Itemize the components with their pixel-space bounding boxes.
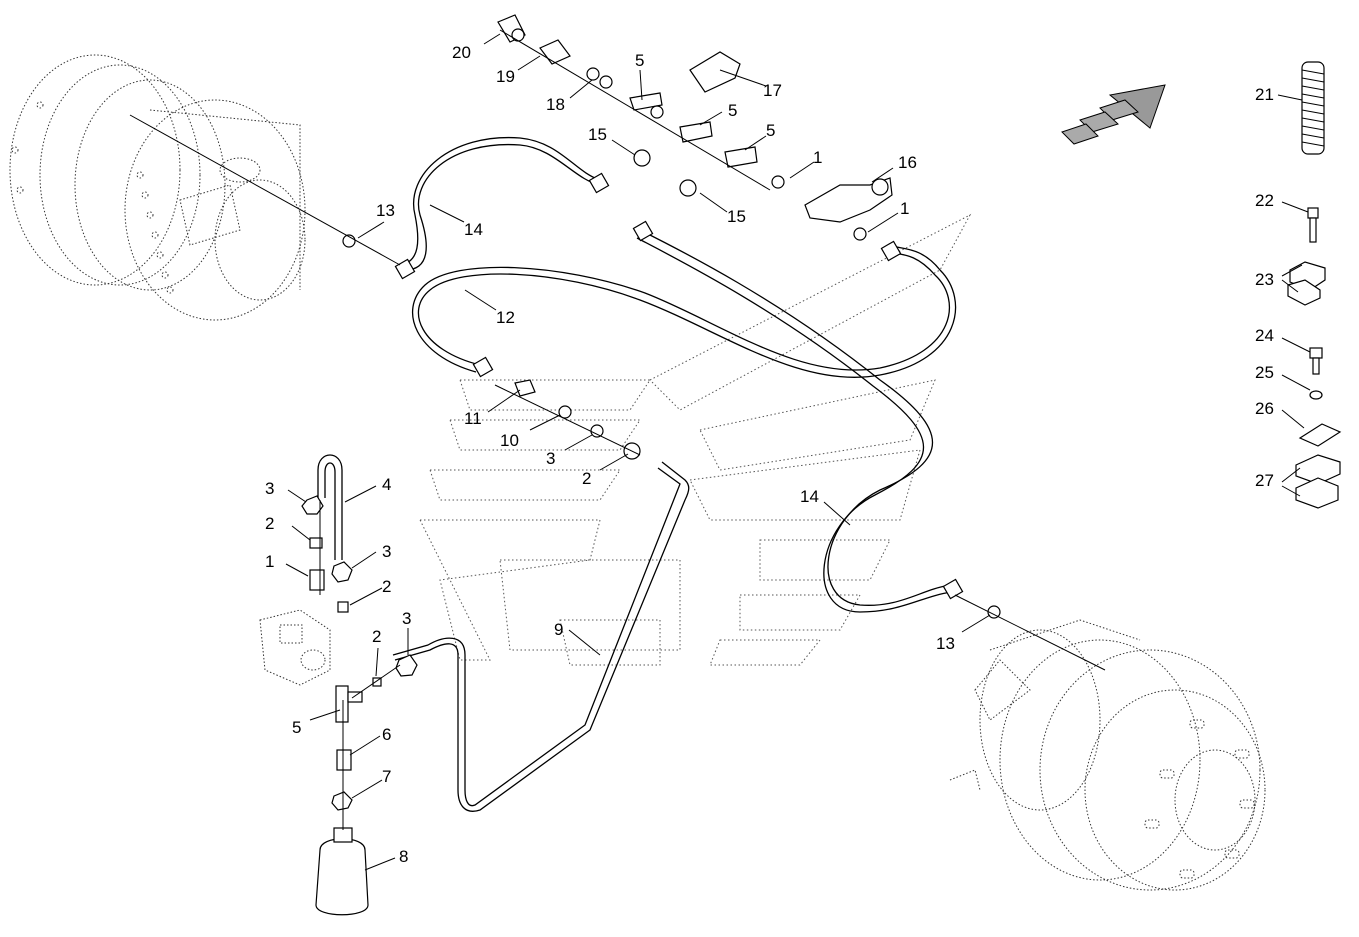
part-22-screw xyxy=(1307,207,1319,243)
part-8-reservoir xyxy=(315,827,369,916)
part-11-fitting xyxy=(514,379,536,397)
part-10-washer xyxy=(558,405,572,419)
callout-15: 15 xyxy=(727,207,746,226)
part-3-nut-left xyxy=(301,495,324,515)
callout-17: 17 xyxy=(763,81,782,100)
hose-end-fittings xyxy=(394,172,964,600)
callout-6: 6 xyxy=(382,725,391,744)
callout-5: 5 xyxy=(728,101,737,120)
callout-11: 11 xyxy=(464,409,482,428)
part-5-tee-top xyxy=(629,92,664,119)
callout-2: 2 xyxy=(372,627,381,646)
callout-26: 26 xyxy=(1255,399,1274,418)
part-6-fitting xyxy=(336,749,352,771)
callout-2: 2 xyxy=(265,514,274,533)
hoses xyxy=(317,136,957,812)
part-27-clamp xyxy=(1295,454,1341,509)
part-5-tee-left xyxy=(335,685,363,723)
callout-16: 16 xyxy=(898,153,917,172)
callout-2: 2 xyxy=(382,577,391,596)
callout-3: 3 xyxy=(402,609,411,628)
part-5-tee-right xyxy=(724,146,758,168)
hub-motor-top-left xyxy=(9,54,306,321)
callout-25: 25 xyxy=(1255,363,1274,382)
callout-13: 13 xyxy=(376,201,395,220)
callout-14: 14 xyxy=(800,487,819,506)
part-1-fitting-a xyxy=(771,175,785,189)
part-25-washer xyxy=(1309,390,1323,400)
callout-4: 4 xyxy=(382,475,391,494)
part-18-nut xyxy=(586,67,613,89)
part-24-screw xyxy=(1309,347,1323,375)
callout-15: 15 xyxy=(588,125,607,144)
fittings xyxy=(301,14,1342,916)
hub-motor-bottom-right xyxy=(949,619,1266,891)
callout-21: 21 xyxy=(1255,85,1274,104)
callout-2: 2 xyxy=(582,469,591,488)
part-2-ring-left xyxy=(309,537,323,549)
part-2-ring-center xyxy=(337,601,349,613)
part-5-tee-mid xyxy=(679,121,713,143)
callout-9: 9 xyxy=(554,620,563,639)
callout-8: 8 xyxy=(399,847,408,866)
part-20-fitting xyxy=(497,14,526,43)
callout-24: 24 xyxy=(1255,326,1274,345)
callout-27: 27 xyxy=(1255,471,1274,490)
callout-1: 1 xyxy=(900,199,909,218)
part-16-valve xyxy=(804,177,893,223)
part-2-ring-small xyxy=(372,677,382,687)
callout-numbers: 20 19 18 5 17 5 5 15 15 1 16 1 13 14 12 … xyxy=(265,43,1274,866)
part-26-plate xyxy=(1298,423,1342,447)
callout-19: 19 xyxy=(496,67,515,86)
callout-12: 12 xyxy=(496,308,515,327)
callout-1: 1 xyxy=(813,148,822,167)
callout-3: 3 xyxy=(546,449,555,468)
part-15-nut-a xyxy=(633,149,651,167)
callout-5: 5 xyxy=(635,51,644,70)
part-17-coupling xyxy=(689,51,741,93)
part-23-clamp xyxy=(1287,261,1326,306)
callout-13: 13 xyxy=(936,634,955,653)
callout-leaders xyxy=(285,33,1311,871)
callout-3: 3 xyxy=(382,542,391,561)
callout-3: 3 xyxy=(265,479,274,498)
direction-arrow-icon xyxy=(1061,84,1166,145)
part-1-fitting-left xyxy=(309,569,325,591)
callout-18: 18 xyxy=(546,95,565,114)
part-19-adapter xyxy=(539,39,571,65)
callout-1: 1 xyxy=(265,552,274,571)
callout-7: 7 xyxy=(382,767,391,786)
callout-23: 23 xyxy=(1255,270,1274,289)
brake-valve-dotted xyxy=(259,609,331,686)
part-15-nut-b xyxy=(679,179,697,197)
background-logo-watermark xyxy=(419,213,972,666)
callout-5: 5 xyxy=(766,121,775,140)
part-3-nut-center xyxy=(331,561,353,583)
assembly-axis-lines xyxy=(129,29,1106,830)
callout-22: 22 xyxy=(1255,191,1274,210)
part-21-spring-sleeve xyxy=(1301,61,1325,155)
callout-14: 14 xyxy=(464,220,483,239)
part-1-fitting-b xyxy=(853,227,867,241)
part-7-nut xyxy=(331,791,353,811)
callout-10: 10 xyxy=(500,431,519,450)
part-3-nut-mid xyxy=(590,424,604,438)
callout-20: 20 xyxy=(452,43,471,62)
callout-5: 5 xyxy=(292,718,301,737)
